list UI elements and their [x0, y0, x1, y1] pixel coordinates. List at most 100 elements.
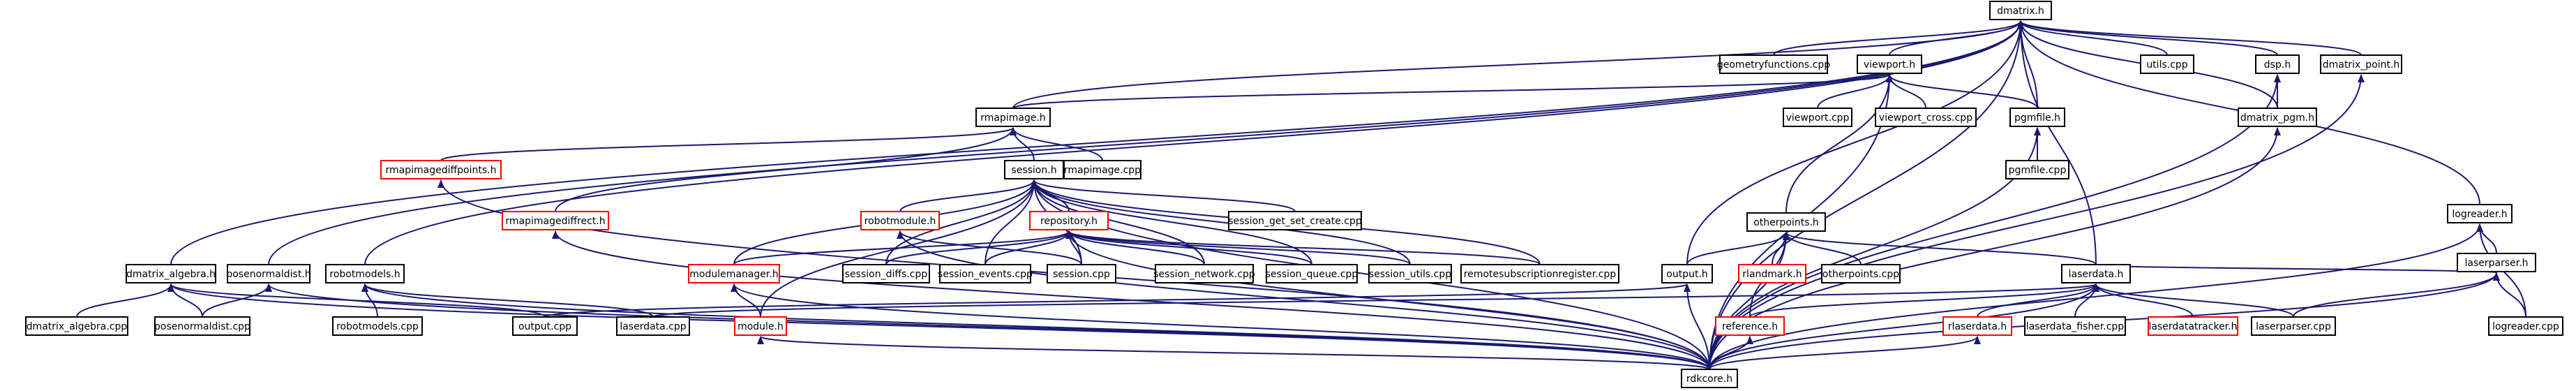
edge-session_cpp-to-robotmodule_h — [897, 230, 1082, 265]
node-rdkcore-h[interactable]: rdkcore.h — [1681, 369, 1738, 388]
node-box — [2024, 316, 2126, 336]
node-box — [325, 264, 405, 283]
node-module-h[interactable]: module.h — [734, 316, 787, 336]
edge-rdkcore_h-to-robotmodule_h — [897, 230, 1710, 370]
node-box — [1228, 211, 1362, 230]
node-session-get-set-create-cpp[interactable]: session_get_set_create.cpp — [1228, 211, 1362, 230]
node-label: output.h — [1666, 269, 1708, 280]
node-viewport-cpp[interactable]: viewport.cpp — [1783, 108, 1852, 127]
node-laserdata-fisher-cpp[interactable]: laserdata_fisher.cpp — [2024, 316, 2126, 336]
node-otherpoints-h[interactable]: otherpoints.h — [1746, 212, 1826, 232]
node-pgmfile-h[interactable]: pgmfile.h — [2009, 108, 2065, 127]
node-label: robotmodels.h — [329, 269, 400, 280]
node-session-queue-cpp[interactable]: session_queue.cpp — [1266, 264, 1358, 283]
node-posenormaldist-h[interactable]: posenormaldist.h — [226, 264, 311, 283]
node-label: laserparser.h — [2464, 258, 2528, 269]
edge-session_utils_cpp-to-session_h — [1031, 179, 1411, 265]
node-box — [860, 211, 940, 230]
node-label: session_queue.cpp — [1266, 269, 1358, 280]
node-box — [126, 264, 216, 283]
edge-rdkcore_h-to-modulemanager_h — [731, 283, 1710, 370]
node-session-cpp[interactable]: session.cpp — [1047, 264, 1116, 283]
node-rmapimagediffpoints-h[interactable]: rmapimagediffpoints.h — [380, 160, 502, 179]
node-logreader-cpp[interactable]: logreader.cpp — [2488, 316, 2563, 336]
node-robotmodule-h[interactable]: robotmodule.h — [860, 211, 940, 230]
node-label: robotmodule.h — [864, 216, 936, 227]
node-output-h[interactable]: output.h — [1661, 264, 1713, 283]
edge-session_get_set_create_cpp-to-session_h — [1031, 179, 1296, 212]
node-dmatrix-pgm-h[interactable]: dmatrix_pgm.h — [2238, 108, 2317, 127]
node-dsp-h[interactable]: dsp.h — [2255, 54, 2300, 74]
node-laserdata-h[interactable]: laserdata.h — [2061, 264, 2131, 283]
edge-rmapimagediffpoints_h-to-rmapimage_h — [440, 127, 1017, 161]
node-label: otherpoints.h — [1753, 217, 1819, 228]
node-label: logreader.h — [2452, 209, 2507, 220]
node-box — [1875, 108, 1977, 127]
node-box — [688, 264, 780, 283]
node-label: dmatrix_algebra.cpp — [27, 321, 128, 332]
node-pgmfile-cpp[interactable]: pgmfile.cpp — [2005, 160, 2069, 179]
node-rlaserdata-h[interactable]: rlaserdata.h — [1942, 316, 2012, 336]
node-dmatrix-algebra-h[interactable]: dmatrix_algebra.h — [126, 264, 216, 283]
edge-laserdata_h-to-otherpoints_h — [1783, 232, 2097, 265]
node-label: dmatrix_pgm.h — [2240, 112, 2314, 124]
node-rlandmark-h[interactable]: rlandmark.h — [1738, 264, 1806, 283]
node-robotmodels-h[interactable]: robotmodels.h — [325, 264, 405, 283]
node-label: session.h — [1011, 165, 1056, 176]
node-logreader-h[interactable]: logreader.h — [2447, 204, 2513, 223]
node-label: session_diffs.cpp — [845, 269, 928, 280]
node-box — [1783, 108, 1852, 127]
node-label: dsp.h — [2264, 59, 2291, 71]
node-laserparser-cpp[interactable]: laserparser.cpp — [2251, 316, 2336, 336]
edge-rdkcore_h-to-rlaserdata_h — [1709, 336, 1981, 370]
node-output-cpp[interactable]: output.cpp — [512, 316, 578, 336]
node-label: utils.cpp — [2146, 59, 2187, 71]
edge-rdkcore_h-to-dmatrix_h — [1709, 20, 2024, 370]
node-label: viewport_cross.cpp — [1879, 112, 1972, 124]
node-robotmodels-cpp[interactable]: robotmodels.cpp — [332, 316, 423, 336]
node-viewport-cross-cpp[interactable]: viewport_cross.cpp — [1875, 108, 1977, 127]
node-label: dmatrix_point.h — [2323, 59, 2400, 71]
node-otherpoints-cpp[interactable]: otherpoints.cpp — [1821, 264, 1901, 283]
node-rmapimagediffrect-h[interactable]: rmapimagediffrect.h — [502, 211, 609, 230]
node-dmatrix-point-h[interactable]: dmatrix_point.h — [2320, 54, 2402, 74]
node-laserdatatracker-h[interactable]: laserdatatracker.h — [2148, 316, 2238, 336]
node-dmatrix-algebra-cpp[interactable]: dmatrix_algebra.cpp — [25, 316, 128, 336]
edge-session_events_cpp-to-session_h — [984, 179, 1038, 265]
edge-laserdatatracker_h-to-laserdata_h — [2092, 283, 2194, 318]
node-laserparser-h[interactable]: laserparser.h — [2457, 253, 2536, 272]
node-label: geometryfunctions.cpp — [1717, 59, 1830, 71]
edge-dmatrix_algebra_cpp-to-dmatrix_algebra_h — [76, 283, 174, 318]
node-box — [2457, 253, 2536, 272]
node-label: session_utils.cpp — [1369, 269, 1451, 280]
edge-session_queue_cpp-to-session_h — [1031, 179, 1312, 265]
node-dmatrix-h[interactable]: dmatrix.h — [1989, 1, 2052, 20]
node-utils-cpp[interactable]: utils.cpp — [2140, 54, 2194, 74]
node-rmapimage-cpp[interactable]: rmapimage.cpp — [1063, 160, 1141, 179]
node-modulemanager-h[interactable]: modulemanager.h — [688, 264, 780, 283]
node-label: robotmodels.cpp — [336, 321, 419, 332]
node-viewport-h[interactable]: viewport.h — [1857, 54, 1922, 74]
edge-rmapimagediffrect_h-to-rmapimage_h — [555, 127, 1017, 212]
node-session-network-cpp[interactable]: session_network.cpp — [1153, 264, 1255, 283]
node-session-diffs-cpp[interactable]: session_diffs.cpp — [842, 264, 930, 283]
node-repository-h[interactable]: repository.h — [1029, 211, 1109, 230]
node-reference-h[interactable]: reference.h — [1715, 316, 1785, 336]
node-session-utils-cpp[interactable]: session_utils.cpp — [1368, 264, 1452, 283]
node-posenormaldist-cpp[interactable]: posenormaldist.cpp — [154, 316, 250, 336]
node-box — [154, 316, 250, 336]
edge-rmapimage_h-to-viewport_h — [1012, 74, 1893, 109]
node-box — [616, 316, 690, 336]
node-geometryfunctions-cpp[interactable]: geometryfunctions.cpp — [1717, 54, 1830, 74]
node-session-events-cpp[interactable]: session_events.cpp — [938, 264, 1033, 283]
node-remotesubscriptionregister-cpp[interactable]: remotesubscriptionregister.cpp — [1460, 264, 1619, 283]
node-rmapimage-h[interactable]: rmapimage.h — [975, 108, 1051, 127]
node-label: reference.h — [1722, 321, 1778, 332]
node-label: output.cpp — [518, 321, 571, 332]
node-box — [1368, 264, 1452, 283]
node-session-h[interactable]: session.h — [1004, 160, 1064, 179]
edges-layer — [76, 20, 2526, 370]
edge-laserdata_cpp-to-robotmodels_h — [361, 283, 654, 318]
node-laserdata-cpp[interactable]: laserdata.cpp — [616, 316, 690, 336]
edge-rdkcore_h-to-otherpoints_h — [1709, 232, 1790, 370]
